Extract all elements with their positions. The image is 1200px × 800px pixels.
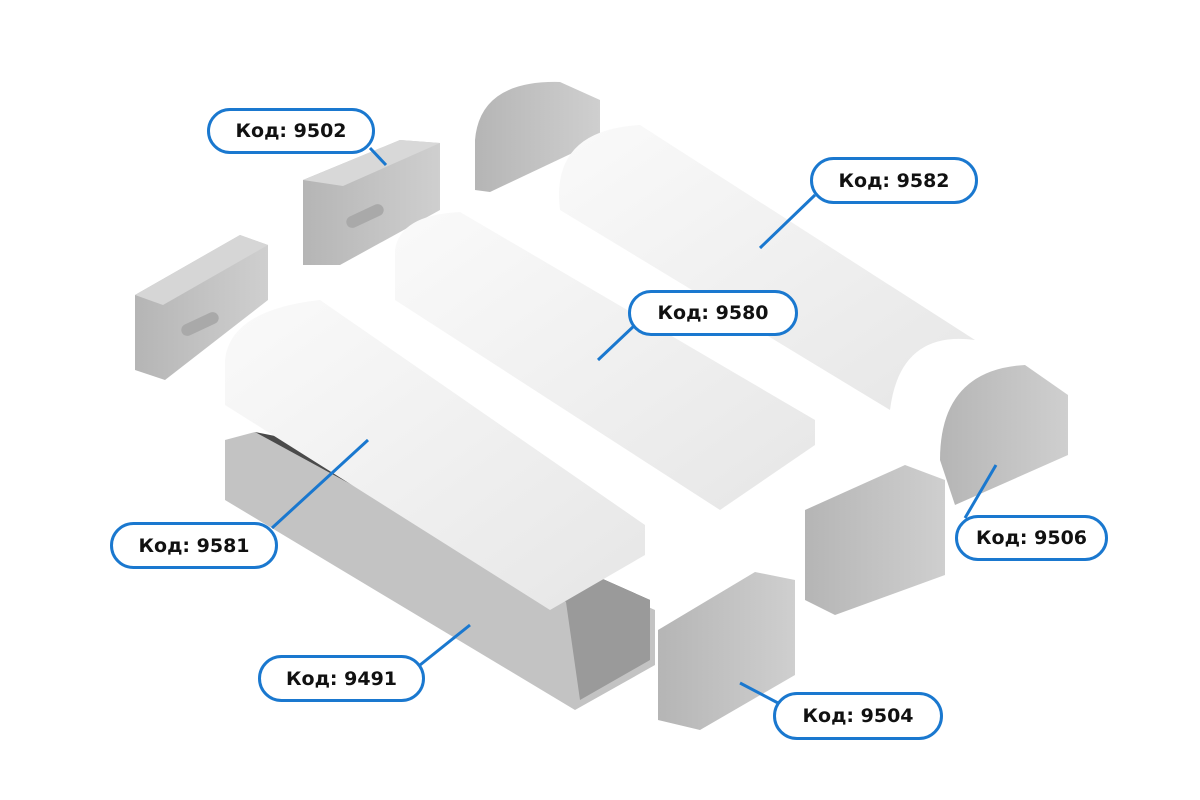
- label-9582: Код: 9582: [810, 157, 978, 204]
- end-cap-small-left: [135, 235, 268, 380]
- end-cap-9502: [303, 140, 440, 265]
- diffuser-9581: [225, 300, 645, 610]
- end-cap-9506: [940, 365, 1068, 505]
- diffuser-9580: [395, 212, 815, 510]
- label-9502: Код: 9502: [207, 108, 375, 154]
- end-cap-flat-right: [805, 465, 945, 615]
- diffuser-9582: [559, 125, 975, 410]
- end-cap-round-top: [475, 81, 600, 192]
- label-9580: Код: 9580: [628, 290, 798, 336]
- label-9504: Код: 9504: [773, 692, 943, 740]
- label-9491: Код: 9491: [258, 655, 425, 702]
- label-9506: Код: 9506: [955, 515, 1108, 561]
- label-9581: Код: 9581: [110, 522, 278, 569]
- end-cap-9504: [658, 572, 795, 730]
- leader-lines: [270, 146, 998, 705]
